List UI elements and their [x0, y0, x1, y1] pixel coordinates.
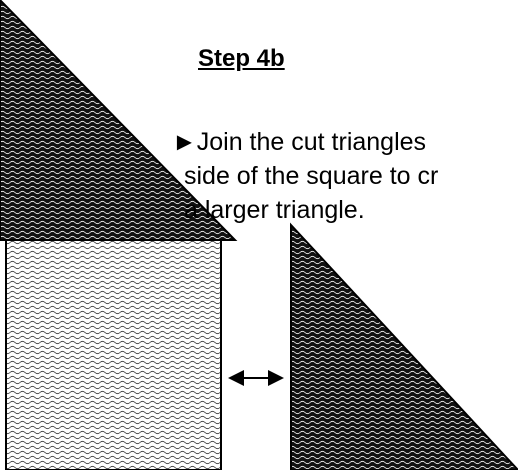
square-patch: [5, 239, 222, 470]
step-title: Step 4b: [198, 45, 285, 72]
bullet-icon: ►: [172, 128, 197, 156]
instruction-line-1: ►Join the cut triangles: [172, 125, 518, 159]
instruction-text: ►Join the cut triangles side of the squa…: [172, 125, 518, 227]
side-cut-triangle: [290, 222, 518, 470]
instruction-line-3: a larger triangle.: [184, 196, 365, 224]
instruction-line-2: side of the square to cr: [184, 162, 439, 190]
instruction-line-1-text: Join the cut triangles: [196, 128, 427, 156]
